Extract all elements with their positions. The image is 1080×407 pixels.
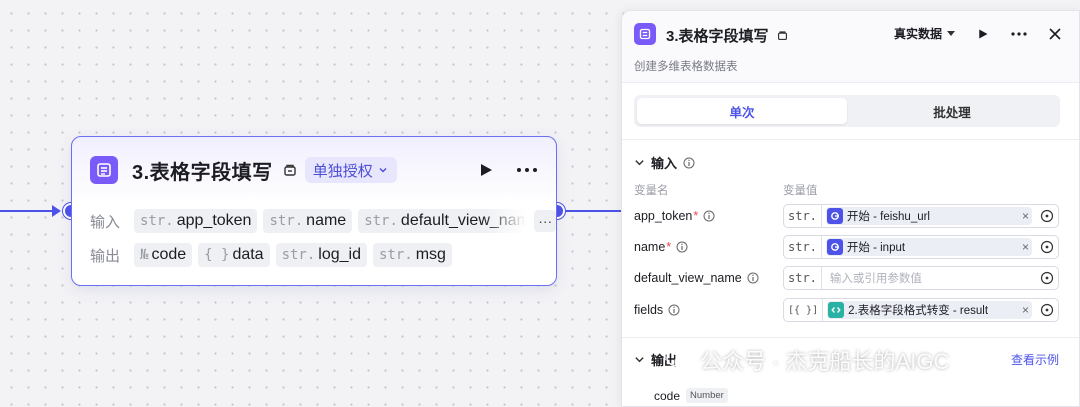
- workflow-node[interactable]: 3.表格字段填写 单独授权 输入 str.app_token str.name …: [71, 136, 557, 286]
- mode-tabs: 单次 批处理: [634, 95, 1060, 127]
- chevron-down-icon: [635, 160, 644, 166]
- info-icon[interactable]: [676, 241, 688, 253]
- output-item: code Number: [654, 388, 728, 403]
- auth-dropdown[interactable]: 单独授权: [304, 157, 397, 183]
- view-example-link[interactable]: 查看示例: [1010, 353, 1059, 367]
- code-node-icon: [828, 302, 845, 318]
- reference-picker-icon[interactable]: [1040, 240, 1054, 254]
- output-param-tag: str.msg: [373, 243, 452, 267]
- outgoing-edge: [565, 210, 621, 212]
- run-icon[interactable]: [977, 28, 989, 40]
- output-param-tag: str.log_id: [275, 243, 367, 267]
- value-placeholder: 输入或引用参数值: [829, 273, 922, 285]
- plugin-store-icon: [777, 31, 787, 41]
- auth-label: 单独授权: [312, 162, 373, 180]
- run-icon[interactable]: [478, 162, 494, 178]
- chevron-down-icon: [635, 357, 644, 363]
- output-param-tag: { }data: [198, 243, 270, 267]
- divider: [622, 139, 1079, 140]
- clear-icon[interactable]: ×: [1021, 303, 1029, 317]
- incoming-arrow: [52, 205, 61, 217]
- col-header-name: 变量名: [634, 185, 669, 197]
- output-item-type: Number: [686, 388, 728, 403]
- required-mark: *: [693, 209, 699, 223]
- info-icon[interactable]: [703, 210, 715, 222]
- input-param-tag: str.app_token: [134, 209, 258, 233]
- input-section-title: 输入: [651, 156, 678, 171]
- field-name-app-token: app_token*: [634, 209, 715, 223]
- col-header-value: 变量值: [783, 185, 818, 197]
- node-header: 3.表格字段填写 单独授权: [90, 155, 538, 185]
- node-title: 3.表格字段填写: [132, 161, 273, 184]
- reference-picker-icon[interactable]: [1040, 271, 1054, 285]
- wechat-icon: [666, 349, 692, 369]
- caret-down-icon: [947, 30, 955, 36]
- required-mark: *: [666, 240, 672, 254]
- table-icon: [90, 156, 118, 184]
- watermark: 公众号 · 杰克船长的AIGC: [666, 344, 949, 376]
- table-icon: [634, 23, 656, 45]
- node-input-row: 输入 str.app_token str.name str.default_vi…: [90, 209, 557, 233]
- field-name-name: name*: [634, 240, 688, 254]
- info-icon[interactable]: [747, 272, 759, 284]
- field-value-fields[interactable]: [{ }] 2.表格字段格式转变 - result ×: [783, 298, 1059, 322]
- field-name-default-view-name: default_view_name: [634, 271, 759, 285]
- type-label: str.: [788, 267, 822, 289]
- panel-title: 3.表格字段填写: [666, 25, 788, 46]
- start-node-icon: [826, 208, 843, 224]
- field-value-default-view-name[interactable]: str. 输入或引用参数值: [783, 266, 1059, 290]
- field-value-app-token[interactable]: str. 开始 - feishu_url ×: [783, 204, 1059, 228]
- variable-ref-chip[interactable]: 开始 - feishu_url ×: [825, 207, 1032, 225]
- more-icon[interactable]: [1011, 31, 1027, 36]
- divider: [622, 337, 1079, 338]
- watermark-text: 公众号 · 杰克船长的AIGC: [700, 349, 950, 374]
- panel-description: 创建多维表格数据表: [634, 61, 738, 73]
- data-mode-dropdown[interactable]: 真实数据: [894, 25, 955, 42]
- field-value-name[interactable]: str. 开始 - input ×: [783, 235, 1059, 259]
- output-item-name: code: [654, 388, 681, 403]
- input-section-header[interactable]: 输入: [634, 153, 695, 172]
- chevron-down-icon: [379, 167, 387, 173]
- reference-picker-icon[interactable]: [1040, 303, 1054, 317]
- data-mode-label: 真实数据: [893, 27, 942, 41]
- type-label: [{ }]: [788, 299, 824, 321]
- variable-ref-chip[interactable]: 2.表格字段格式转变 - result ×: [827, 301, 1032, 319]
- field-name-fields: fields: [634, 303, 680, 317]
- type-label: str.: [788, 236, 822, 258]
- output-row-label: 输出: [90, 247, 121, 265]
- reference-picker-icon[interactable]: [1040, 209, 1054, 223]
- start-node-icon: [826, 239, 843, 255]
- input-param-tag: str.name: [263, 209, 353, 233]
- tab-batch[interactable]: 批处理: [933, 105, 971, 120]
- tab-single[interactable]: 单次: [637, 98, 847, 124]
- more-icon[interactable]: [516, 167, 538, 173]
- input-param-tag: str.default_view_name: [358, 209, 527, 233]
- input-row-label: 输入: [90, 213, 121, 231]
- panel-header: 3.表格字段填写 创建多维表格数据表 真实数据: [622, 11, 1079, 83]
- type-label: str.: [788, 205, 822, 227]
- variable-ref-chip[interactable]: 开始 - input ×: [825, 238, 1032, 256]
- node-config-panel: 3.表格字段填写 创建多维表格数据表 真实数据 单次 批处理 输入 变量名 变量…: [621, 10, 1080, 407]
- plugin-store-icon: [283, 163, 297, 177]
- close-icon[interactable]: [1049, 27, 1061, 40]
- clear-icon[interactable]: ×: [1021, 209, 1029, 223]
- incoming-edge: [0, 210, 54, 212]
- info-icon[interactable]: [683, 157, 695, 169]
- clear-icon[interactable]: ×: [1021, 240, 1029, 254]
- info-icon[interactable]: [668, 304, 680, 316]
- more-params-button[interactable]: ···: [534, 210, 557, 232]
